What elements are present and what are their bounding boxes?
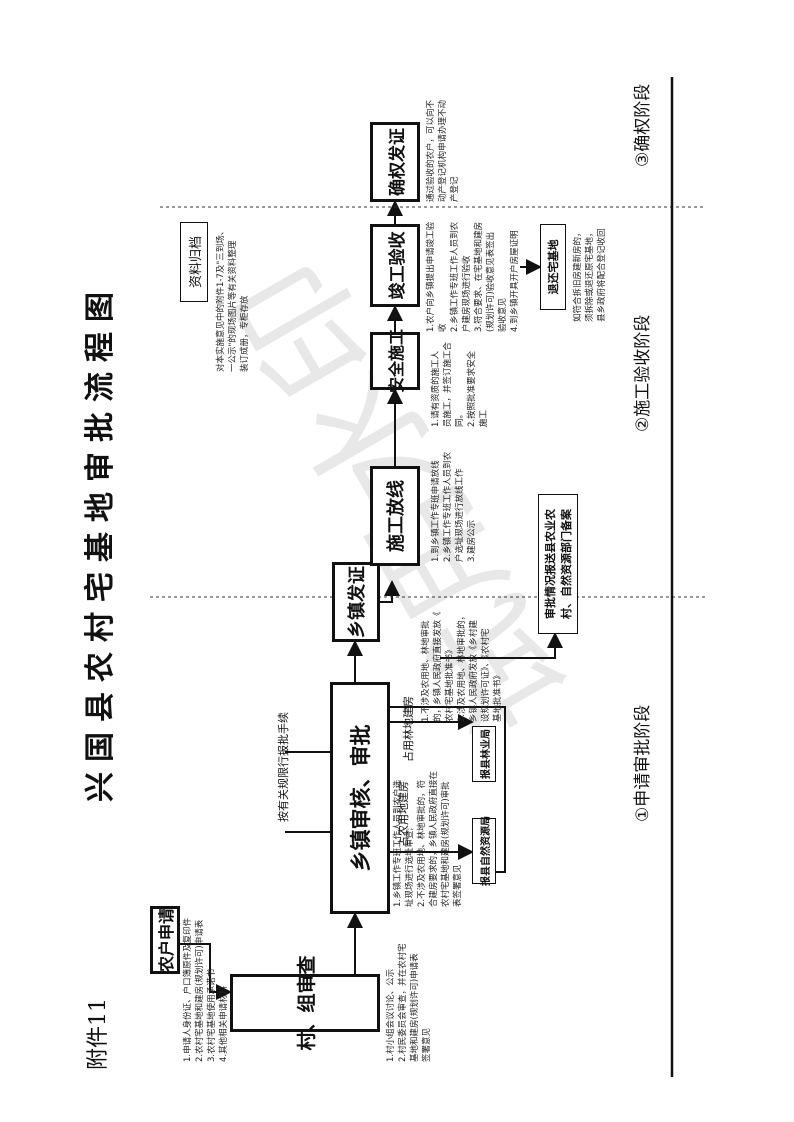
note-line: 址现场进行选址审查;	[405, 827, 415, 907]
note-line: 农村宅基地批准书》	[445, 645, 455, 722]
note-line: 设规划许可证》、《农村宅	[481, 628, 491, 722]
note-line: 1.农户向乡镇提出申请竣工验	[426, 221, 436, 332]
note-line: 2.乡镇工作专班工作人员到农	[450, 221, 460, 332]
node-household-apply-label: 农户申请	[157, 907, 176, 972]
note-line: (规划许可)验收意见表签出	[486, 231, 496, 332]
note-line: 对本实施意见中的附件1-7及"三到场、	[216, 226, 226, 372]
note-line: 基地批准书》	[493, 670, 503, 722]
note-line: 2.农村宅基地和建房(规划许可)申请表	[195, 919, 205, 1062]
node-household-apply: 农户申请	[150, 906, 180, 974]
node-return-land-label: 退还宅基地	[547, 239, 560, 295]
label-special-procedure: 按有关规限行报批手续	[277, 712, 290, 822]
node-town-review: 乡镇审核、审批	[330, 682, 390, 914]
note-line: 一公示"的现场图片等有关资料整理	[228, 240, 238, 372]
node-setout-label: 施工放线	[386, 480, 407, 552]
node-natural-resources-label: 报县自然资源局	[480, 816, 492, 886]
note-village: 1.村小组会议讨论、公示 2.村民委员会审查，并在农村宅 基地和建房(规划许可)…	[385, 943, 433, 1062]
note-line: 3.农村宅基地使用承诺书	[207, 968, 217, 1062]
node-confirm-rights: 确权发证	[370, 122, 420, 202]
note-line: 1.不涉及农用地、林地审批	[421, 620, 431, 722]
note-line: 动产登记机构申请办理不动	[438, 99, 448, 202]
node-confirm-rights-label: 确权发证	[387, 128, 408, 196]
note-apply: 1.申请人身份证、户口簿原件及复印件 2.农村宅基地和建房(规划许可)申请表 3…	[182, 918, 230, 1062]
note-line: 2.按照批准要求安全	[467, 350, 477, 427]
node-natural-resources: 报县自然资源局	[472, 816, 496, 886]
note-line: 须拆除或退还原宅基地，	[585, 228, 595, 322]
note-line: 验收意见	[498, 297, 508, 332]
note-line: 1.到乡镇工作专班申请放线	[431, 460, 441, 562]
label-occupy-forest: 占用林地建房	[402, 696, 415, 762]
note-line: 2.村民委员会审查，并在农村宅	[398, 943, 408, 1062]
note-line: 合建房要求的，乡镇人民政府直接在	[429, 770, 439, 907]
node-town-issue: 乡镇发证	[332, 562, 380, 642]
node-setout: 施工放线	[370, 466, 420, 566]
note-line: 的，乡镇人民政府直接发放《	[433, 611, 443, 722]
node-forestry: 报县林业局	[472, 726, 496, 782]
note-town: 1.乡镇工作专班工作人员到农户选 址现场进行选址审查; 2.不涉及农用地、林地审…	[392, 771, 464, 907]
note-line: 1.请有资质的施工人	[431, 350, 441, 427]
node-filing-line2: 村、自然资源部门备案	[560, 509, 573, 619]
note-line: 收	[438, 323, 448, 332]
note-line: 签署意见	[422, 1027, 432, 1062]
note-return: 如符合拆旧房建新房的， 须拆除或退还原宅基地， 县乡政府将配合登记收回	[572, 228, 608, 322]
note-line: 1.申请人身份证、户口簿原件及复印件	[183, 917, 193, 1062]
note-line: 2.乡镇工作专班工作人员到农	[443, 451, 453, 562]
note-line: 2.不涉及农用地、林地审批的，符	[417, 779, 427, 907]
node-acceptance-label: 竣工验收	[387, 231, 408, 300]
note-construct: 1.请有资质的施工人 员施工，并签订施工合 同。 2.按照批准要求安全 施工	[430, 342, 490, 427]
note-line: 2.涉及农用地、林地审批的，	[457, 611, 467, 722]
note-confirm: 通过验收的农户，可以向不 动产登记机构申请办理不动 产登记	[425, 100, 461, 202]
note-line: 户选址现场进行放线工作	[455, 468, 465, 562]
note-line: 乡镇人民政府发放《乡村建	[469, 619, 479, 722]
note-line: 表签署意见	[453, 864, 463, 907]
note-line: 员施工，并签订施工合	[443, 341, 453, 427]
note-line: 4.到乡镇开具开户房屋证明	[510, 230, 520, 332]
node-village-review-label: 村、组审查	[295, 955, 318, 1051]
node-safe-construct-label: 安全施工	[387, 328, 406, 393]
note-line: 施工	[479, 409, 489, 427]
node-acceptance: 竣工验收	[370, 224, 420, 307]
note-line: 3.建房公示	[467, 519, 477, 562]
node-forestry-label: 报县林业局	[480, 729, 492, 779]
note-archive: 对本实施意见中的附件1-7及"三到场、 一公示"的现场图片等有关资料整理 装订成…	[215, 227, 251, 372]
node-village-review: 村、组审查	[230, 955, 380, 1051]
note-line: 4.其他相关申请材料	[219, 985, 229, 1062]
note-line: 产登记	[450, 176, 460, 202]
note-line: 同。	[455, 409, 465, 427]
note-line: 通过验收的农户，可以向不	[426, 99, 436, 202]
stage-confirm: ③确权阶段	[633, 83, 653, 167]
note-line: 基地和建房(规划许可)申请表	[410, 953, 420, 1062]
stage-construct-accept: ②施工验收阶段	[633, 314, 653, 432]
node-town-issue-label: 乡镇发证	[347, 566, 368, 638]
node-filing-line1: 审批情况报送县农业农	[544, 509, 557, 619]
note-line: 装订成册，专柜存放	[240, 295, 250, 372]
node-return-land: 退还宅基地	[540, 224, 566, 310]
node-town-review-label: 乡镇审核、审批	[349, 724, 373, 872]
note-line: 户建房现场进行验收	[462, 255, 472, 332]
stage-apply-approve: ①申请审批阶段	[633, 704, 653, 822]
node-archive: 资料归档	[180, 222, 208, 302]
node-archive-label: 资料归档	[188, 236, 204, 289]
note-line: 农村宅基地和建房(规划许可)审批	[441, 781, 451, 907]
node-filing: 审批情况报送县农业农 村、自然资源部门备案	[538, 494, 578, 634]
note-line: 1.乡镇工作专班工作人员到农户选	[393, 779, 403, 907]
note-acceptance: 1.农户向乡镇提出申请竣工验 收 2.乡镇工作专班工作人员到农 户建房现场进行验…	[425, 222, 521, 332]
note-setout: 1.到乡镇工作专班申请放线 2.乡镇工作专班工作人员到农 户选址现场进行放线工作…	[430, 452, 478, 562]
note-line: 1.村小组会议讨论、公示	[386, 968, 396, 1062]
note-line: 如符合拆旧房建新房的，	[573, 228, 583, 322]
note-issue: 1.不涉及农用地、林地审批 的，乡镇人民政府直接发放《 农村宅基地批准书》 2.…	[420, 611, 504, 722]
note-line: 县乡政府将配合登记收回	[597, 228, 607, 322]
note-line: 3.符合要求、在宅基地和建房	[474, 221, 484, 332]
node-safe-construct: 安全施工	[370, 328, 420, 393]
